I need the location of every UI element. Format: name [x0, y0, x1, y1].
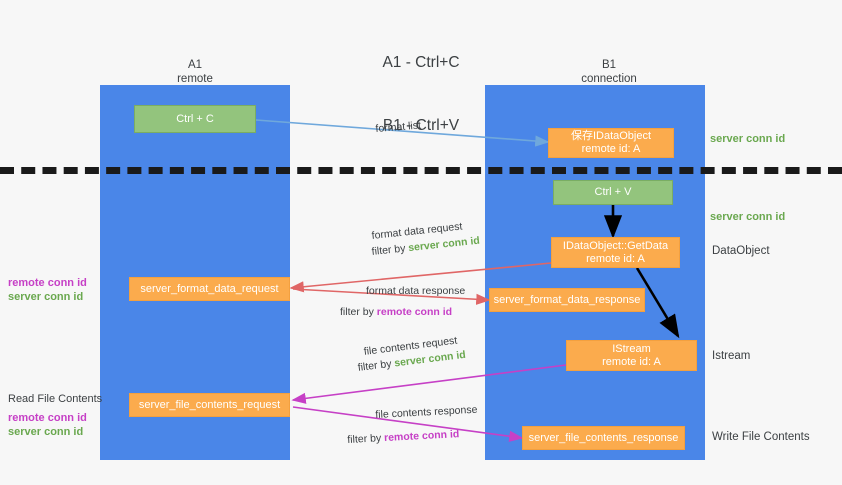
lane-a1-name: A1	[187, 59, 203, 71]
edge-label-format-data-response: format data response	[366, 285, 466, 297]
lane-b1-name: B1	[601, 59, 617, 71]
node-idataobject-getdata-line2: remote id: A	[586, 252, 645, 265]
arrow-getdata-to-istream	[635, 267, 680, 339]
node-server-file-contents-response[interactable]: server_file_contents_response	[522, 426, 685, 450]
diagram-title: A1 - Ctrl+C B1 - Ctrl+V	[0, 10, 842, 178]
node-save-idataobject[interactable]: 保存IDataObject remote id: A	[548, 128, 674, 158]
annotation-right-server-conn-2: server conn id	[710, 211, 786, 223]
edge-label-format-data-response-filter: filter by remote conn id	[340, 305, 452, 319]
node-save-idataobject-line2: remote id: A	[581, 143, 641, 155]
arrow-format-data-request	[289, 262, 552, 293]
filter-highlight-2: remote conn id	[376, 306, 453, 318]
arrow-file-contents-response	[292, 406, 524, 442]
node-ctrl-v[interactable]: Ctrl + V	[553, 180, 673, 205]
lane-b1-sub: connection	[581, 73, 637, 85]
read-file-contents-heading: Read File Contents	[8, 393, 103, 405]
filter-prefix-4: filter by	[347, 432, 385, 446]
node-server-format-data-request[interactable]: server_format_data_request	[129, 277, 290, 301]
arrow-format-list	[255, 119, 550, 147]
arrow-file-contents-request	[291, 364, 567, 404]
arrow-format-data-response	[292, 288, 491, 305]
left-remote-conn-id-1: remote conn id	[8, 277, 87, 289]
annotation-left-conn-ids-1: remote conn id server conn id	[8, 276, 100, 304]
filter-prefix-2: filter by	[340, 306, 377, 318]
node-server-file-contents-request-line1: server_file_contents_request	[138, 398, 281, 411]
phase-separator	[0, 167, 842, 174]
node-server-format-data-response[interactable]: server_format_data_response	[489, 288, 645, 312]
node-idataobject-getdata[interactable]: IDataObject::GetData remote id: A	[551, 237, 680, 268]
node-istream-line2: remote id: A	[602, 355, 661, 368]
node-ctrl-c[interactable]: Ctrl + C	[134, 105, 256, 133]
annotation-read-file-contents: Read File Contents remote conn id server…	[8, 392, 103, 439]
left-server-conn-id-2: server conn id	[8, 426, 84, 438]
lane-header-a1: A1 remote	[131, 58, 259, 86]
node-save-idataobject-line1: 保存IDataObject	[570, 130, 652, 142]
node-server-file-contents-response-line1: server_file_contents_response	[528, 431, 679, 444]
title-line-1: A1 - Ctrl+C	[382, 54, 460, 71]
title-line-2: B1 - Ctrl+V	[382, 117, 460, 134]
node-istream-line1: IStream	[612, 342, 651, 355]
left-remote-conn-id-2: remote conn id	[8, 412, 87, 424]
filter-highlight-4: remote conn id	[383, 428, 460, 445]
annotation-right-write-file-contents: Write File Contents	[712, 431, 810, 443]
node-server-format-data-request-line1: server_format_data_request	[140, 282, 279, 295]
left-server-conn-id-1: server conn id	[8, 291, 84, 303]
node-idataobject-getdata-line1: IDataObject::GetData	[562, 239, 669, 252]
annotation-right-dataobject: DataObject	[712, 245, 770, 257]
filter-prefix-1: filter by	[371, 242, 409, 258]
annotation-right-istream: Istream	[712, 350, 751, 362]
node-istream[interactable]: IStream remote id: A	[566, 340, 697, 371]
lane-header-b1: B1 connection	[545, 58, 673, 86]
node-ctrl-v-line1: Ctrl + V	[594, 186, 632, 198]
node-server-format-data-response-line1: server_format_data_response	[493, 293, 641, 306]
lane-a1-sub: remote	[177, 73, 213, 85]
node-server-file-contents-request[interactable]: server_file_contents_request	[129, 393, 290, 417]
annotation-right-server-conn-1: server conn id	[710, 133, 786, 145]
node-ctrl-c-line1: Ctrl + C	[176, 112, 214, 125]
